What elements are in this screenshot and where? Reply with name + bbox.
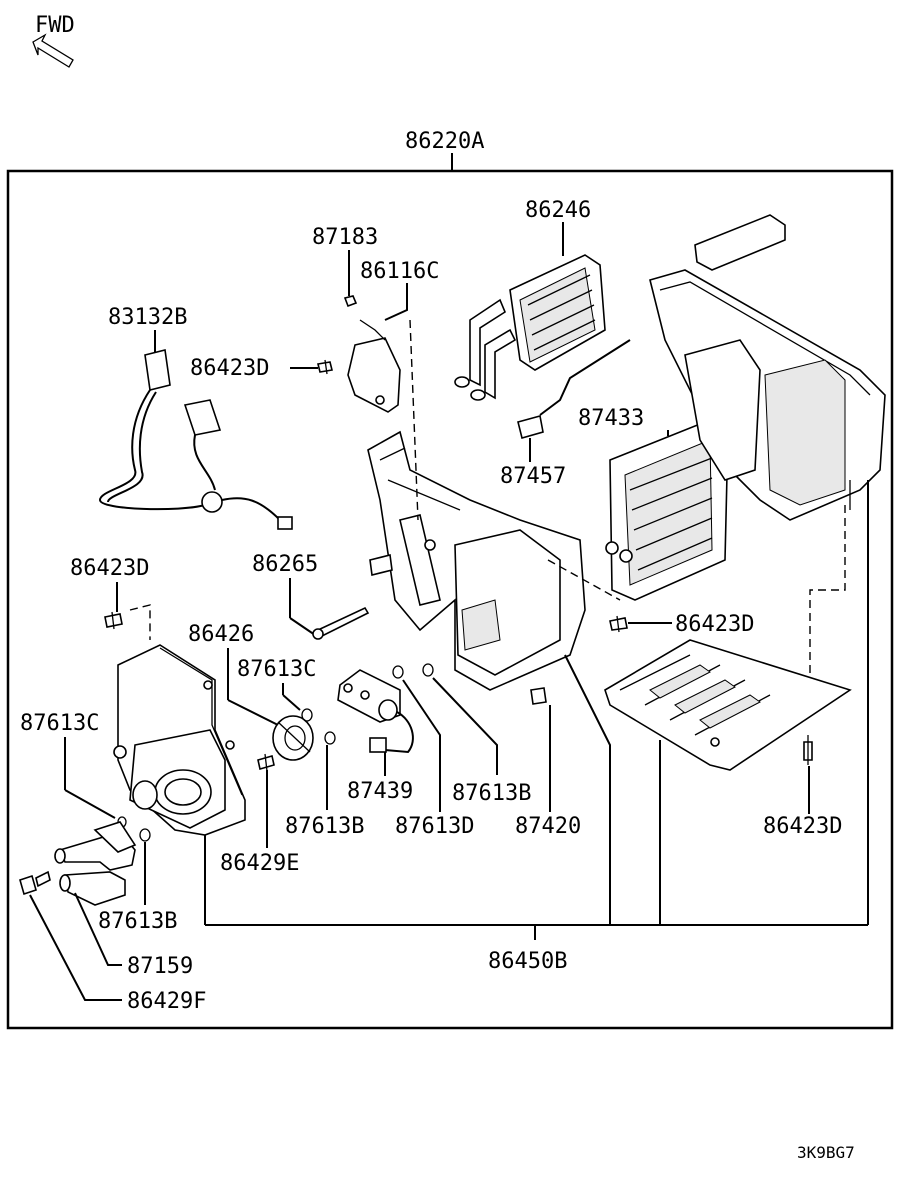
pipe (54, 821, 137, 906)
wiring-harness (98, 349, 293, 530)
screw-icon (609, 615, 628, 633)
actuator (347, 319, 401, 413)
clip-icon (422, 663, 434, 677)
diagram-code: 3K9BG7 (797, 1143, 855, 1162)
label-87613B-3: 87613B (98, 909, 177, 934)
expansion-valve (337, 669, 414, 754)
screw-icon (104, 611, 123, 630)
label-87457: 87457 (500, 464, 566, 489)
label-86116C: 86116C (360, 259, 439, 284)
fwd-arrow-icon (32, 33, 74, 68)
rod (312, 606, 370, 640)
label-87613D: 87613D (395, 814, 474, 839)
clip-icon (301, 708, 313, 722)
drain-hose (530, 687, 547, 705)
heater-case (367, 430, 586, 691)
label-83132B: 83132B (108, 305, 187, 330)
assembly-frame (6, 169, 894, 1030)
label-87183: 87183 (312, 225, 378, 250)
label-87159: 87159 (127, 954, 193, 979)
screw-icon (803, 735, 813, 765)
label-86429E: 86429E (220, 851, 299, 876)
label-86450B: 86450B (488, 949, 567, 974)
clip-icon (392, 665, 404, 679)
case-leaders (204, 480, 869, 940)
label-87613C-gear: 87613C (237, 657, 316, 682)
evaporator (605, 419, 729, 601)
label-86423D-left: 86423D (70, 556, 149, 581)
bottom-cover (604, 639, 852, 771)
label-87613C-left: 87613C (20, 711, 99, 736)
label-86429F: 86429F (127, 989, 206, 1014)
heater-core (454, 254, 606, 401)
bolt-icon (19, 870, 51, 896)
label-87439: 87439 (347, 779, 413, 804)
label-87613B-1: 87613B (285, 814, 364, 839)
label-87420: 87420 (515, 814, 581, 839)
label-86423D-right: 86423D (675, 612, 754, 637)
label-86423D-bottom: 86423D (763, 814, 842, 839)
clip-icon (324, 731, 336, 745)
blower-housing (113, 644, 246, 836)
label-86246: 86246 (525, 198, 591, 223)
upper-housing (649, 214, 886, 521)
label-87433: 87433 (578, 406, 644, 431)
label-87613B-2: 87613B (452, 781, 531, 806)
motor-gear (272, 715, 314, 761)
clip-icon (139, 828, 151, 842)
label-86220A: 86220A (405, 129, 484, 154)
fwd-label: FWD (35, 13, 75, 38)
label-86426: 86426 (188, 622, 254, 647)
label-86423D-actuator: 86423D (190, 356, 269, 381)
screw-icon (317, 359, 333, 375)
label-86265: 86265 (252, 552, 318, 577)
thermistor (517, 339, 631, 439)
screw-icon (257, 753, 275, 772)
